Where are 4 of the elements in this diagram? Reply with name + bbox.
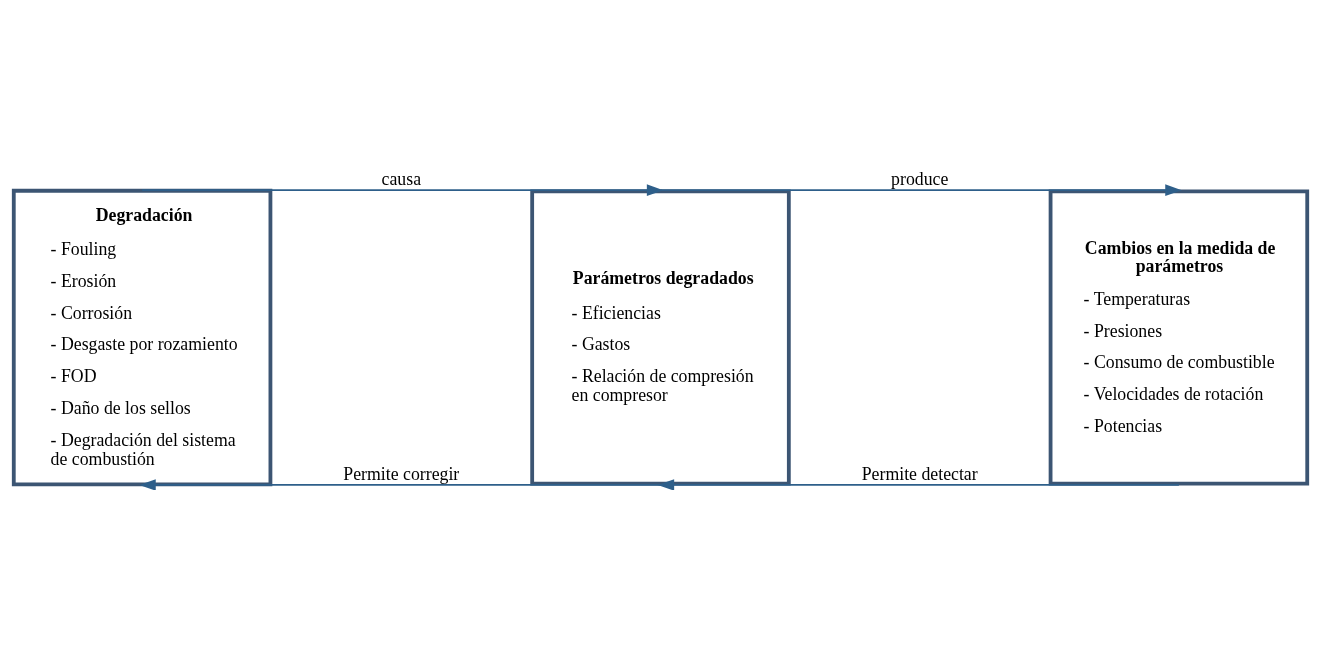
edge-label: Permite corregir: [343, 463, 460, 484]
edge-label: Permite detectar: [861, 463, 978, 484]
edge-label: causa: [381, 168, 422, 189]
edge-label: produce: [891, 168, 949, 189]
